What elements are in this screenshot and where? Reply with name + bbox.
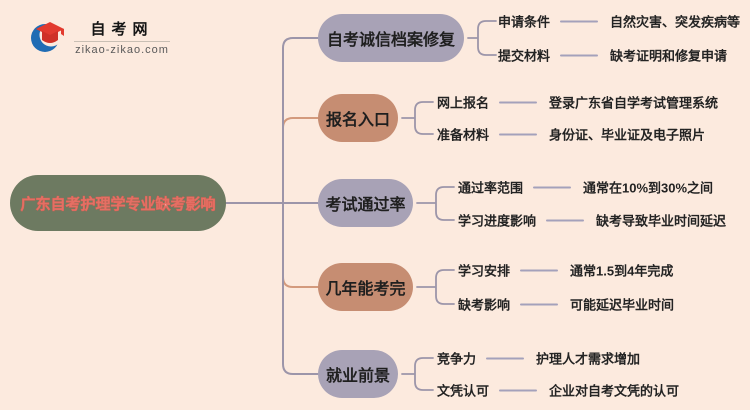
leaf-connector-line <box>533 186 572 188</box>
branch-label: 就业前景 <box>325 368 390 385</box>
leaf-row: 通过率范围 通常在10%到30%之间 <box>458 178 713 197</box>
leaf-label: 学习安排 <box>458 263 511 279</box>
leaf-label: 缺考影响 <box>458 297 511 313</box>
leaf-row: 网上报名 登录广东省自学考试管理系统 <box>437 93 718 112</box>
leaf-row: 文凭认可 企业对自考文凭的认可 <box>437 381 679 400</box>
root-topic-node: 广东自考护理学专业缺考影响 <box>10 175 226 231</box>
leaf-label: 申请条件 <box>498 14 551 30</box>
edge-root-to-branch-4 <box>282 202 319 288</box>
branch-label: 几年能考完 <box>325 281 406 298</box>
logo-domain: zikao-zikao.com <box>75 44 169 56</box>
leaf-label: 准备材料 <box>437 127 490 143</box>
bracket-branch-2 <box>401 101 434 135</box>
leaf-label: 竞争力 <box>437 351 477 367</box>
root-topic-label: 广东自考护理学专业缺考影响 <box>20 195 216 213</box>
branch-node-years-to-finish: 几年能考完 <box>318 263 413 311</box>
branch-label: 自考诚信档案修复 <box>326 32 455 49</box>
branch-node-registration-entry: 报名入口 <box>318 94 398 142</box>
leaf-connector-line <box>560 20 599 22</box>
leaf-row: 竞争力 护理人才需求增加 <box>437 349 640 368</box>
leaf-connector-line <box>499 101 538 103</box>
leaf-value: 可能延迟毕业时间 <box>570 297 675 313</box>
bracket-branch-1 <box>467 20 497 56</box>
branch-label: 考试通过率 <box>325 197 406 214</box>
branch-node-career-outlook: 就业前景 <box>318 350 398 398</box>
leaf-label: 文凭认可 <box>437 383 490 399</box>
leaf-row: 学习安排 通常1.5到4年完成 <box>458 261 673 280</box>
bracket-branch-5 <box>401 357 434 391</box>
leaf-value: 通常1.5到4年完成 <box>570 263 674 279</box>
leaf-row: 学习进度影响 缺考导致毕业时间延迟 <box>458 211 726 230</box>
bracket-branch-4 <box>416 269 455 305</box>
bracket-branch-3 <box>416 186 455 221</box>
leaf-connector-line <box>499 133 538 135</box>
leaf-value: 自然灾害、突发疾病等 <box>610 14 741 30</box>
leaf-value: 登录广东省自学考试管理系统 <box>549 95 719 111</box>
leaf-connector-line <box>486 357 525 359</box>
site-logo: 自考网 zikao-zikao.com <box>30 18 170 56</box>
leaf-connector-line <box>546 219 585 221</box>
leaf-value: 身份证、毕业证及电子照片 <box>549 127 706 143</box>
leaf-value: 缺考导致毕业时间延迟 <box>596 213 727 229</box>
edge-root-to-branch-1 <box>282 37 319 204</box>
leaf-value: 企业对自考文凭的认可 <box>549 383 680 399</box>
leaf-value: 缺考证明和修复申请 <box>610 48 728 64</box>
branch-label: 报名入口 <box>325 112 390 129</box>
leaf-label: 通过率范围 <box>458 180 524 196</box>
graduation-cap-icon <box>31 22 64 52</box>
branch-node-credit-repair: 自考诚信档案修复 <box>318 14 464 62</box>
leaf-row: 缺考影响 可能延迟毕业时间 <box>458 295 674 314</box>
edge-root-to-branch-5 <box>282 202 319 375</box>
leaf-connector-line <box>560 54 599 56</box>
logo-title: 自考网 <box>90 21 154 38</box>
leaf-label: 网上报名 <box>437 95 490 111</box>
leaf-label: 提交材料 <box>498 48 551 64</box>
logo-divider <box>74 41 170 42</box>
edge-root-to-branch-2 <box>282 117 319 204</box>
leaf-connector-line <box>520 303 559 305</box>
leaf-connector-line <box>520 269 559 271</box>
leaf-value: 护理人才需求增加 <box>536 351 641 367</box>
leaf-label: 学习进度影响 <box>458 213 537 229</box>
leaf-row: 准备材料 身份证、毕业证及电子照片 <box>437 125 705 144</box>
leaf-row: 提交材料 缺考证明和修复申请 <box>498 46 727 65</box>
leaf-connector-line <box>499 389 538 391</box>
branch-node-pass-rate: 考试通过率 <box>318 179 413 227</box>
leaf-value: 通常在10%到30%之间 <box>583 180 714 196</box>
leaf-row: 申请条件 自然灾害、突发疾病等 <box>498 12 740 31</box>
